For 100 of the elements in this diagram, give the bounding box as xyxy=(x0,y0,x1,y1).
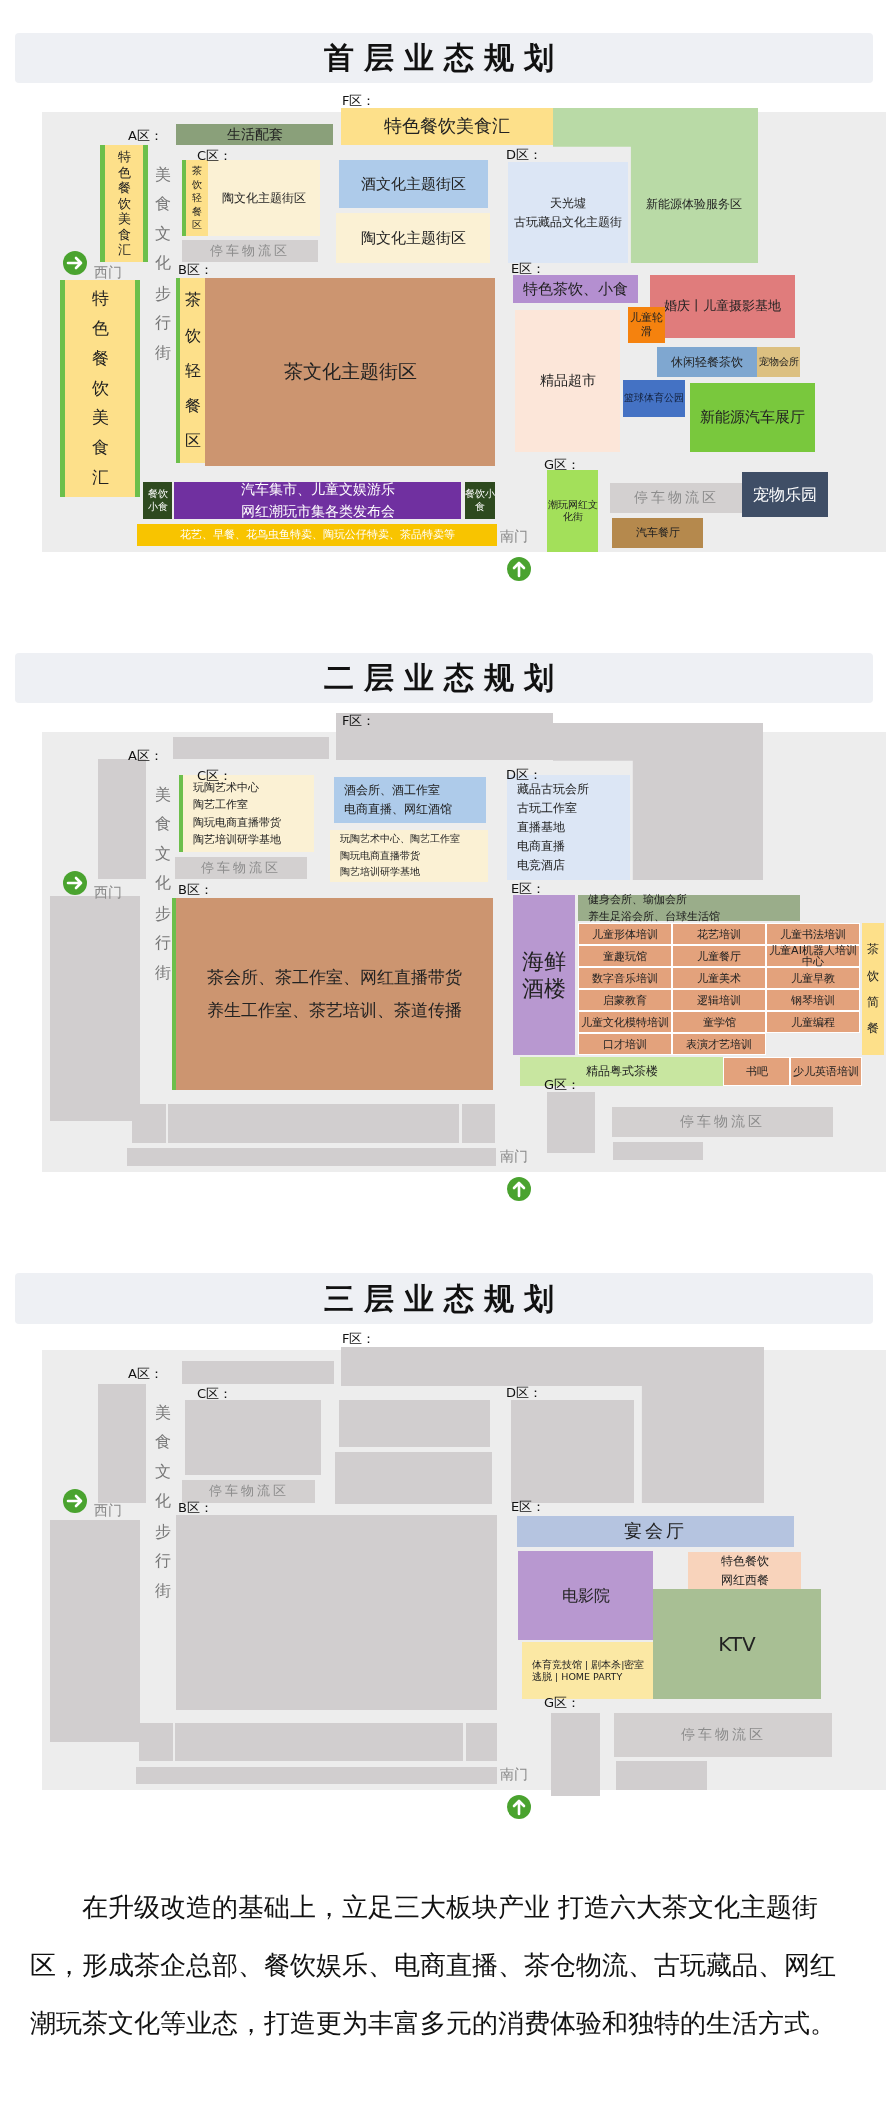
blank-unit-block xyxy=(466,1723,497,1761)
zone-block xyxy=(688,1552,801,1589)
street-name: 美食文化步行街 xyxy=(153,1390,173,1600)
zone-label: A区： xyxy=(128,747,163,765)
blank-unit-block xyxy=(462,1104,495,1143)
zone-label: F区： xyxy=(342,92,376,110)
blank-unit-block xyxy=(551,1713,600,1796)
zone-name: 停车物流区 xyxy=(208,1483,289,1500)
zone-name: 陶文化主题街区 xyxy=(360,228,466,248)
zone-name: 电竞酒店 xyxy=(517,858,565,873)
zone-name: 潮玩网红文化街 xyxy=(547,498,598,524)
zone-label: G区： xyxy=(544,456,581,474)
zone-block xyxy=(334,777,486,823)
zone-block xyxy=(176,124,333,145)
blank-unit-block xyxy=(335,1452,492,1504)
blank-unit-block xyxy=(175,1723,463,1761)
zone-name: 儿童餐厅 xyxy=(697,950,741,962)
zone-name: 陶玩电商直播带货 xyxy=(193,815,281,829)
zone-label: C区： xyxy=(197,1385,233,1403)
blank-unit-block xyxy=(168,1104,459,1143)
zone-name: 特色餐饮美食汇 xyxy=(384,115,510,138)
zone-block xyxy=(766,967,860,989)
zone-name: 茶文化主题街区 xyxy=(283,360,417,384)
zone-name: 花艺、早餐、花鸟虫鱼特卖、陶玩公仔特卖、茶品特卖等 xyxy=(179,528,455,542)
blank-unit-block xyxy=(176,1515,497,1710)
zone-name: 酒会所、酒工作室 xyxy=(344,783,440,798)
zone-block xyxy=(790,1057,862,1086)
zone-block xyxy=(518,1551,653,1640)
zone-block xyxy=(672,945,766,967)
zone-block xyxy=(657,347,757,377)
zone-name: 网红潮玩市集各类发布会 xyxy=(240,502,395,520)
zone-name: 宠物乐园 xyxy=(753,484,817,505)
zone-name: 休闲轻餐茶饮 xyxy=(671,354,743,370)
zone-name: 茶饮轻餐区 xyxy=(191,164,203,232)
zone-label: D区： xyxy=(506,146,542,164)
zone-block xyxy=(176,278,205,463)
zone-block xyxy=(172,898,493,1090)
gate-label: 西门 xyxy=(94,264,122,282)
blank-unit-block xyxy=(613,1142,703,1160)
zone-block xyxy=(690,383,815,452)
zone-name: 汽车餐厅 xyxy=(635,526,680,540)
zone-name: 停车物流区 xyxy=(633,489,719,507)
blank-unit-block xyxy=(336,713,553,760)
zone-block xyxy=(653,1589,821,1699)
zone-name: 汽车集市、儿童文娱游乐 xyxy=(240,481,395,499)
zone-block xyxy=(862,923,884,1055)
zone-label: D区： xyxy=(506,1384,542,1402)
zone-name: 海鲜酒楼 xyxy=(521,947,567,1003)
gate-label: 南门 xyxy=(500,528,528,546)
zone-name: 少儿英语培训 xyxy=(793,1066,859,1077)
zone-name: 停车物流区 xyxy=(210,242,290,260)
zone-label: A区： xyxy=(128,127,163,145)
parking-area-block xyxy=(612,1107,833,1137)
zone-name: 特色餐饮 xyxy=(720,1553,769,1569)
zone-block xyxy=(757,347,800,377)
zone-name: 停车物流区 xyxy=(201,859,281,877)
zone-name: 钢琴培训 xyxy=(791,994,835,1006)
gate-label: 南门 xyxy=(500,1766,528,1784)
zone-block xyxy=(174,482,461,519)
street-name: 美食文化步行街 xyxy=(153,152,173,362)
floor-title: 首层业态规划 xyxy=(324,39,564,77)
zone-name: 书吧 xyxy=(745,1066,768,1077)
blank-unit-block xyxy=(98,1384,146,1503)
zone-label: D区： xyxy=(506,766,542,783)
blank-unit-block xyxy=(185,1400,321,1475)
zone-name: 数字音乐培训 xyxy=(592,972,658,984)
zone-block xyxy=(623,380,685,417)
zone-name: 停车物流区 xyxy=(680,1113,765,1131)
zone-name: 童趣玩馆 xyxy=(603,950,647,962)
zone-label: C区： xyxy=(197,767,233,783)
zone-block xyxy=(513,275,638,303)
zone-label: G区： xyxy=(544,1076,581,1094)
parking-area-block xyxy=(182,240,318,262)
zone-block xyxy=(672,1033,766,1055)
blank-unit-block xyxy=(547,1092,595,1153)
zone-name: 儿童美术 xyxy=(697,972,741,984)
zone-block xyxy=(341,108,553,145)
zone-name: 玩陶艺术中心、陶艺工作室 xyxy=(340,833,460,846)
zone-name: 新能源汽车展厅 xyxy=(700,408,805,427)
zone-name: 儿童书法培训 xyxy=(780,928,846,940)
parking-area-block xyxy=(182,1480,315,1503)
zone-label: E区： xyxy=(511,260,546,278)
blank-unit-block xyxy=(139,1723,173,1761)
zone-label: E区： xyxy=(511,1498,546,1516)
zone-name: 儿童编程 xyxy=(791,1016,835,1028)
zone-name: 茶饮轻餐区 xyxy=(184,289,201,453)
blank-unit-block xyxy=(136,1767,497,1784)
zone-name: 古玩藏品文化主题街 xyxy=(514,214,622,230)
zone-block xyxy=(137,524,497,546)
zone-block xyxy=(723,1057,790,1086)
blank-unit-block xyxy=(127,1148,496,1166)
zone-name: 茶会所、茶工作室、网红直播带货 xyxy=(207,966,462,988)
blank-unit-block xyxy=(339,1400,490,1447)
zone-name: 酒文化主题街区 xyxy=(361,174,466,194)
zone-name: 花艺培训 xyxy=(697,928,741,940)
zone-name: 停车物流区 xyxy=(680,1726,766,1744)
zone-block xyxy=(208,160,320,236)
zone-name: 儿童形体培训 xyxy=(592,928,658,940)
zone-label: F区： xyxy=(342,712,376,730)
zone-label: B区： xyxy=(178,261,213,279)
